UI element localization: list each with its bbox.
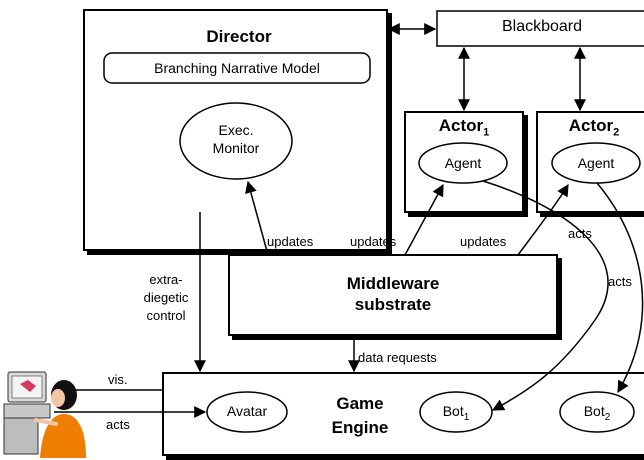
bot1-label-sub: 1 [463,411,470,423]
avatar-node [206,391,288,433]
acts-bot2-label: acts [608,274,632,289]
acts-bot1-label: acts [568,226,592,241]
middleware-label-line1: Middleware [346,274,440,293]
updates-actor1-label: updates [350,234,397,249]
bot2-label: Bot2 [560,404,634,425]
actor2-title-text: Actor [568,116,614,135]
actor1-title-sub: 1 [483,126,490,139]
blackboard-label: Blackboard [501,18,583,35]
updates-director-arrow [245,180,269,256]
vis-label: vis. [108,372,128,387]
extradiegetic-label-line3: control [146,308,186,323]
bot1-label-text: Bot [442,403,464,419]
bot1-node [419,391,493,433]
extradiegetic-label-line2: diegetic [143,290,189,305]
actor1-agent-label: Agent [444,155,482,171]
updates-actor2-label: updates [460,234,507,249]
middleware-label-line2: substrate [354,295,432,314]
actor1-title: Actor1 [410,116,518,140]
exec-monitor-node [179,102,293,180]
updates-director-label: updates [267,234,314,249]
narrative-model-label: Branching Narrative Model [154,60,320,76]
bot2-label-sub: 2 [604,411,611,423]
game-engine-label-line1: Game [336,394,384,413]
acts-bot1-arrow [482,180,609,411]
actor1-title-text: Actor [438,116,484,135]
exec-monitor-label-line2: Monitor [212,140,260,156]
actor1-agent-node [418,142,508,184]
acts-user-label: acts [106,417,130,432]
actor2-agent-label: Agent [577,155,615,171]
bot2-node [559,391,635,433]
bot1-label: Bot1 [420,404,492,425]
avatar-label: Avatar [226,403,268,419]
acts-bot2-arrow [596,182,644,394]
user-at-computer-icon [3,371,86,458]
blackboard-box [436,10,644,47]
exec-monitor-label-line1: Exec. [218,122,254,138]
bot2-label-text: Bot [583,403,605,419]
actor2-agent-node [551,142,641,184]
narrative-model-box [103,52,371,84]
updates-actor2-arrow [517,183,569,256]
data-requests-label: data requests [358,350,437,365]
game-engine-label-line2: Engine [331,418,389,437]
actor2-title-sub: 2 [613,126,620,139]
middleware-box [228,254,558,336]
updates-actor1-arrow [404,183,444,256]
extradiegetic-label-line1: extra- [149,272,183,287]
director-title: Director [206,27,272,46]
actor2-title: Actor2 [540,116,644,140]
